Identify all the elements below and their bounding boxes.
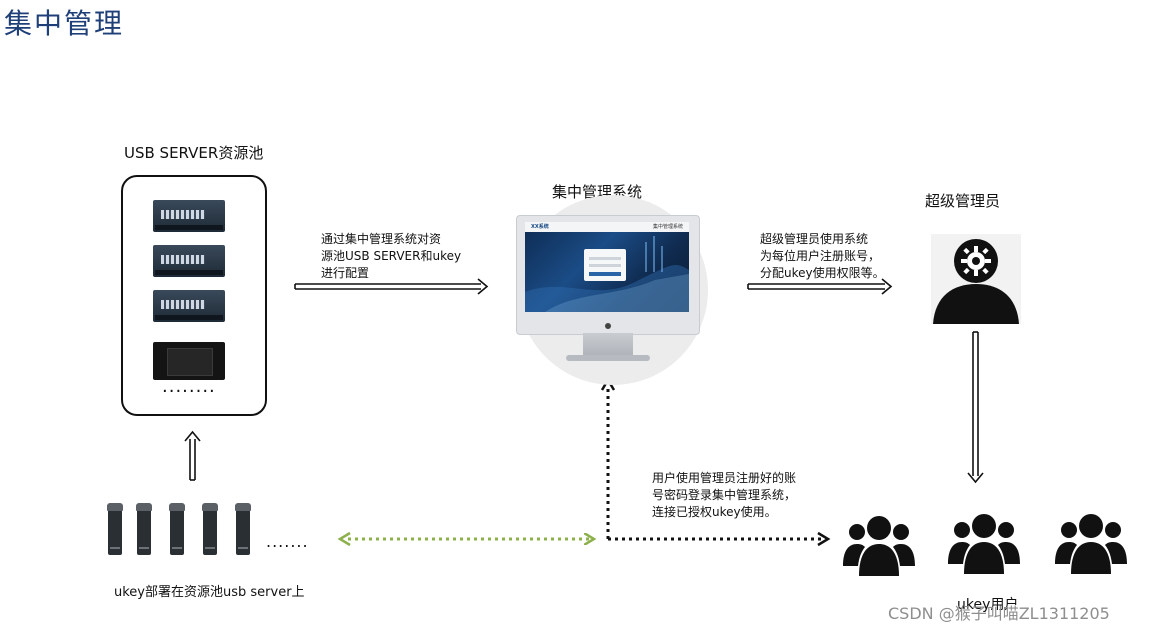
pool-label: USB SERVER资源池 [124, 144, 264, 162]
page-title: 集中管理 [4, 7, 125, 40]
note-configure: 通过集中管理系统对资 源池USB SERVER和ukey 进行配置 [321, 232, 462, 280]
ukey-icon [235, 503, 251, 555]
ukey-icon [136, 503, 152, 555]
usb-server-icon [153, 200, 225, 232]
arrow-system-to-admin [747, 278, 893, 295]
arrow-pool-to-system [294, 278, 489, 295]
user-group-icon [1055, 514, 1127, 574]
ukey-label: ukey部署在资源池usb server上 [114, 585, 305, 600]
monitor-base [566, 355, 650, 361]
pool-more-ellipsis: ........ [162, 376, 216, 397]
arrow-admin-to-users [967, 331, 984, 484]
monitor-power-icon [605, 323, 611, 329]
screen-login-box [584, 249, 626, 281]
arrow-ukey-to-pool [184, 430, 201, 481]
admin-icon [933, 239, 1019, 324]
admin-label: 超级管理员 [925, 192, 1001, 210]
screen-title: 集中管理系统 [652, 224, 683, 230]
ukey-icon [202, 503, 218, 555]
user-group-icon [948, 514, 1020, 574]
note-admin-use: 超级管理员使用系统 为每位用户注册账号， 分配ukey使用权限等。 [760, 232, 885, 280]
users-label: ukey用户 [957, 597, 1019, 613]
screen-header: XX系统 集中管理系统 [525, 222, 689, 232]
user-group-icon [843, 516, 915, 576]
note-user-login: 用户使用管理员注册好的账 号密码登录集中管理系统， 连接已授权ukey使用。 [652, 471, 797, 519]
usb-server-icon [153, 245, 225, 277]
ukey-icon [169, 503, 185, 555]
csdn-watermark: CSDN @猴子叫喵ZL1311205 [888, 604, 1110, 623]
usb-server-rack-icon [153, 342, 225, 380]
monitor-stand [583, 333, 633, 357]
usb-server-icon [153, 290, 225, 322]
screen-brand: XX系统 [531, 224, 549, 230]
ukey-more-ellipsis: ....... [266, 532, 309, 551]
ukey-icon [107, 503, 123, 555]
